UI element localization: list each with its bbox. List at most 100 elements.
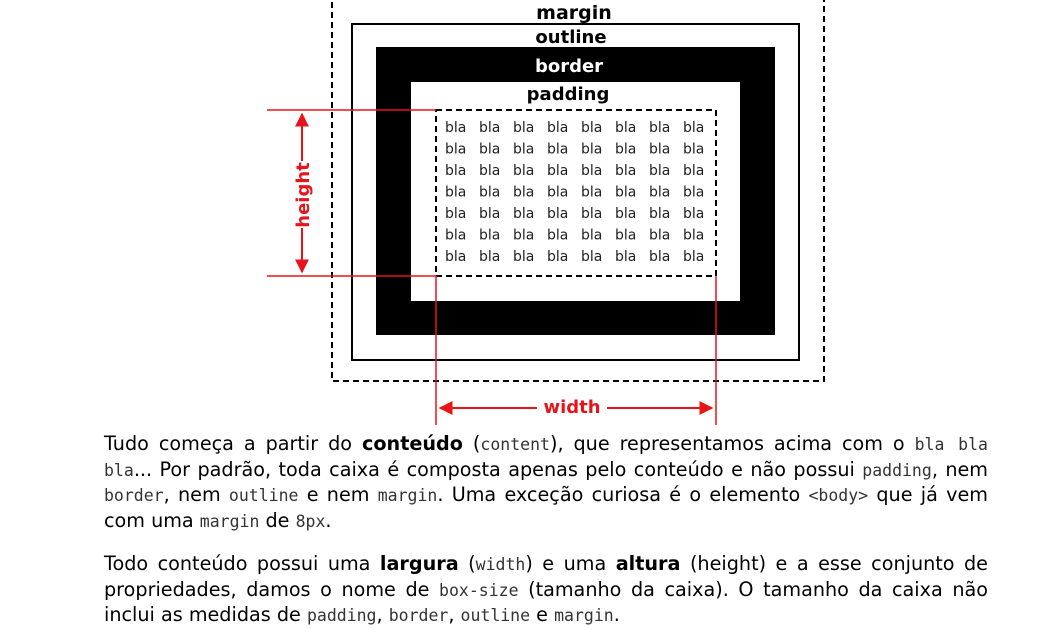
p1-code-border: border [104,486,164,505]
content-word: bla [479,142,500,158]
content-word: bla [649,163,670,179]
content-word: bla [649,249,670,265]
content-word: bla [581,249,602,265]
content-word: bla [547,120,568,136]
p1-code-8px: 8px [295,511,326,531]
p2-text-2: ( [458,552,476,575]
p1-code-body: <body> [808,486,869,505]
content-word: bla [581,120,602,136]
height-label: height [293,162,314,228]
content-word: bla [615,120,636,136]
content-word: bla [683,120,704,136]
border-label: border [535,56,603,77]
content-word: bla [445,185,466,201]
p1-text-4: ... Por padrão, toda caixa é composta ap… [133,457,863,481]
content-word: bla [445,206,466,222]
content-word: bla [547,163,568,179]
content-word: bla [479,185,500,201]
p2-text-1: Todo conteúdo possui uma [104,552,380,575]
p2-code-outline: outline [460,606,531,625]
content-word: bla [479,120,500,136]
content-word: bla [649,142,670,158]
p1-code-margin: margin [377,486,438,505]
content-word: bla [547,228,568,244]
content-word: bla [615,185,636,201]
content-word: bla [479,249,500,265]
content-word: bla [683,185,704,201]
content-word: bla [683,142,704,158]
content-word: bla [513,206,534,222]
content-word: bla [513,228,534,244]
p1-text-6: , nem [163,483,229,506]
width-dimension: width [435,276,717,425]
content-word: bla [581,206,602,222]
padding-label: padding [527,84,610,105]
p1-text-5: , nem [931,457,989,481]
p2-text-3: ) e uma [525,552,616,575]
content-word: bla [445,249,466,265]
content-word: bla [615,249,636,265]
p2-text-5: (tamanho da caixa). O tamanho da caixa n… [104,577,988,627]
p2-code-box-size: box-size [439,580,519,600]
content-word: bla [479,206,500,222]
p2-bold-altura: altura [615,552,681,575]
outline-label: outline [535,27,606,48]
content-word: bla [547,142,568,158]
content-word: bla [445,228,466,244]
width-label: width [543,397,600,418]
content-word: bla [513,142,534,158]
p1-bold-content: conteúdo [361,432,463,455]
p2-code-margin: margin [554,606,614,625]
p2-text-8: e [530,603,555,626]
p1-text-9: que já vem com uma [104,483,988,532]
p1-text-11: . [325,508,332,532]
content-word: bla [445,120,466,136]
p1-text-3: ), que representamos acima com o [549,432,915,455]
content-word: bla [615,206,636,222]
content-word: bla [581,163,602,179]
p2-code-border: border [388,606,449,625]
content-word: bla [547,206,568,222]
p2-code-padding: padding [306,606,377,625]
margin-label: margin [536,2,612,24]
content-word: bla [649,206,670,222]
content-word: bla [479,163,500,179]
content-word: bla [683,249,704,265]
content-word: bla [683,206,704,222]
content-word: bla [649,120,670,136]
content-word: bla [513,120,534,136]
p1-text-1: Tudo começa a partir do [104,432,362,455]
content-word: bla [513,185,534,201]
content-word: bla [615,142,636,158]
p1-text-7: e nem [298,483,378,506]
content-word: bla [649,228,670,244]
p1-code-content: content [480,435,550,454]
p1-text-8: . Uma exceção curiosa é o elemento [437,483,809,506]
content-word: bla [547,185,568,201]
content-word: bla [615,163,636,179]
content-word: bla [581,228,602,244]
paragraph-box-size: Todo conteúdo possui uma largura (width)… [104,552,988,629]
p2-code-width: width [475,555,526,574]
content-word: bla [547,249,568,265]
content-word: bla [581,185,602,201]
p2-text-6: , [376,603,389,626]
p1-text-10: de [259,508,296,532]
paragraph-content-intro: Tudo começa a partir do conteúdo (conten… [104,432,988,534]
p1-code-padding: padding [862,460,932,480]
content-word: bla [513,249,534,265]
content-box [435,109,717,277]
content-word: bla [445,163,466,179]
content-word: bla [683,163,704,179]
content-word: bla [615,228,636,244]
content-word: bla [649,185,670,201]
p1-code-bla: bla bla bla [104,435,988,480]
content-word: bla [683,228,704,244]
content-word: bla [479,228,500,244]
content-word: bla [513,163,534,179]
content-word: bla [445,142,466,158]
content-word: bla [581,142,602,158]
p1-text-2: ( [462,432,481,455]
